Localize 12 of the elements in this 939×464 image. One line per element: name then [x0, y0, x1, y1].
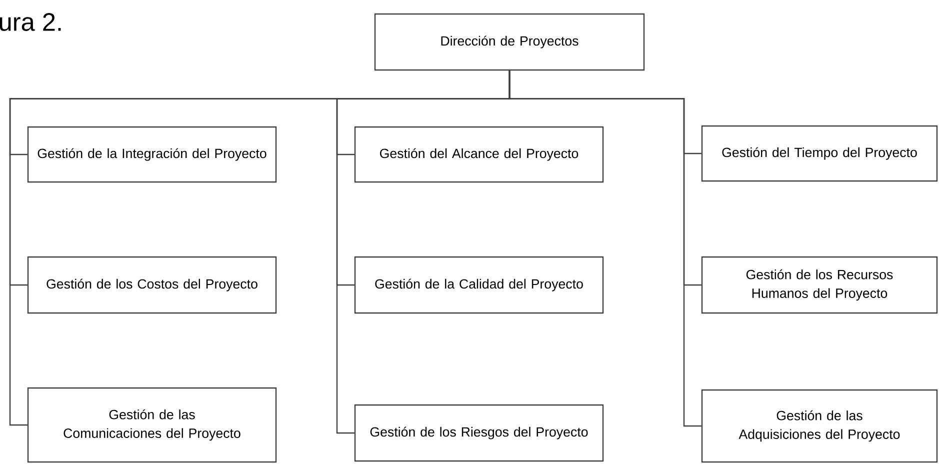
process-box: Gestión de los Costos del Proyecto — [27, 256, 277, 314]
process-box: Gestión de la Calidad del Proyecto — [354, 256, 604, 314]
process-box: Gestión de las Comunicaciones del Proyecto — [27, 387, 277, 463]
connector-line — [508, 70, 702, 427]
figure-caption: ura 2. — [0, 13, 61, 31]
process-box: Gestión del Tiempo del Proyecto — [701, 125, 938, 182]
process-box: Gestión del Alcance del Proyecto — [354, 126, 604, 183]
process-box: Gestión de los Riesgos del Proyecto — [354, 404, 604, 462]
process-box: Gestión de las Adquisiciones del Proyecto — [701, 389, 938, 463]
process-box: Gestión de los Recursos Humanos del Proyecto — [701, 256, 938, 314]
process-box: Dirección de Proyectos — [374, 13, 645, 71]
process-box: Gestión de la Integración del Proyecto — [27, 126, 277, 183]
